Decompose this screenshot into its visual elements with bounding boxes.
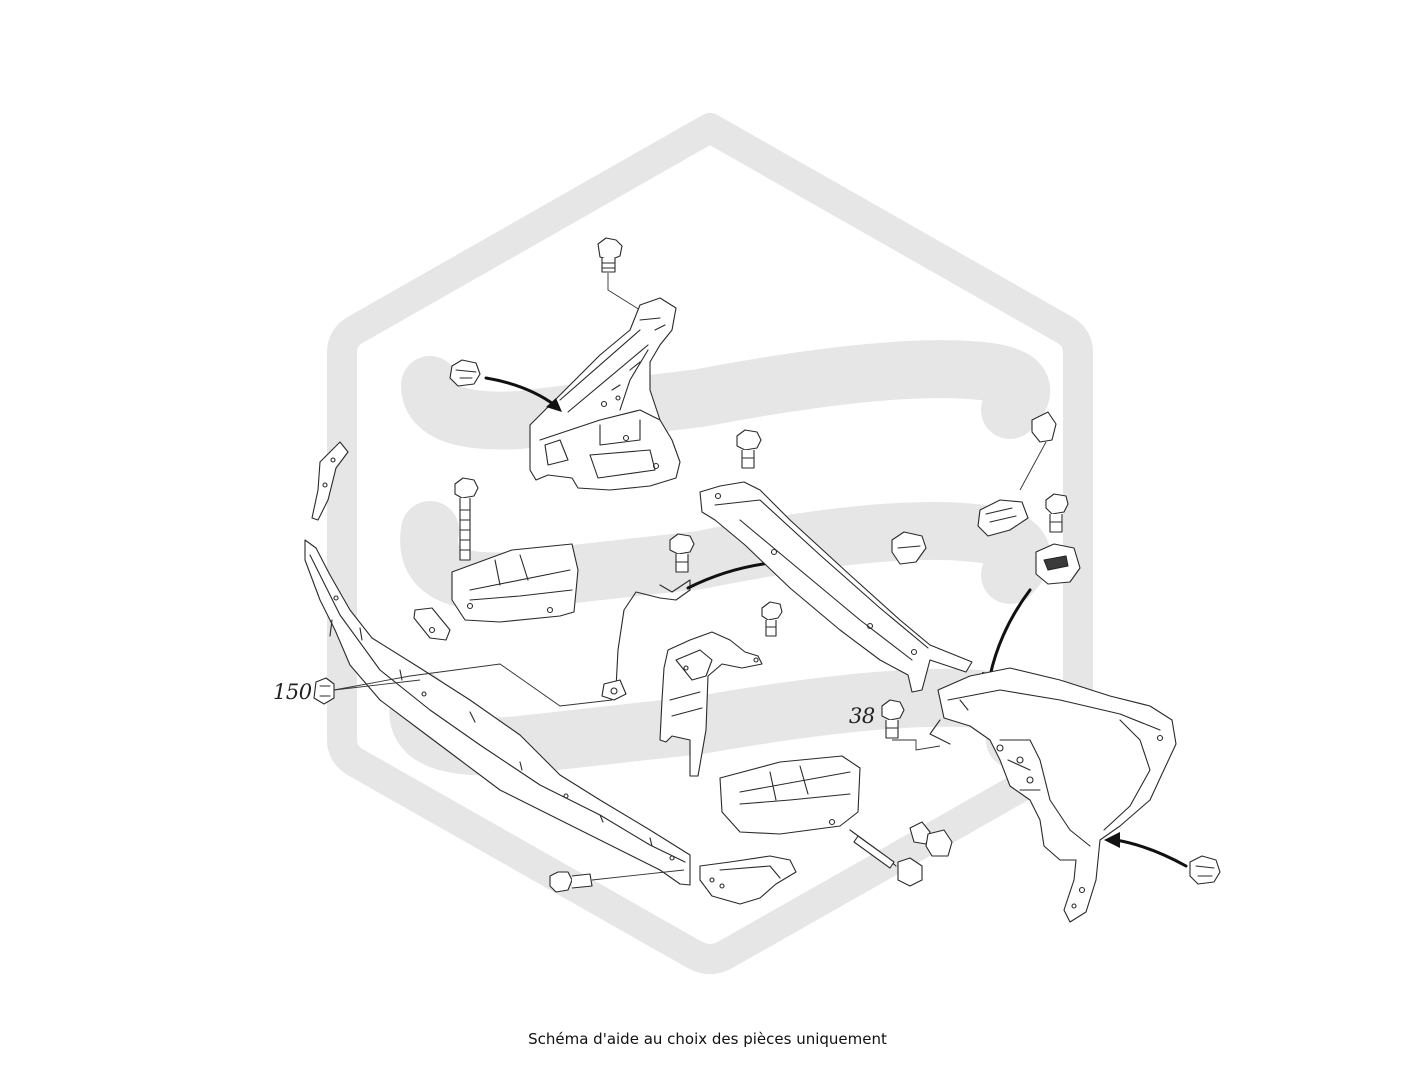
lower-right-bracket[interactable] (699, 855, 797, 905)
bolt-icon[interactable] (1045, 493, 1069, 533)
latch-cover[interactable] (1031, 411, 1057, 443)
upper-cross-member[interactable] (699, 481, 973, 693)
latch-mechanism[interactable] (1035, 543, 1081, 585)
bolt-icon[interactable] (597, 237, 623, 273)
nut-150-icon[interactable] (313, 677, 335, 705)
left-crash-box-bracket[interactable] (451, 543, 579, 623)
callout-38[interactable]: 38 (849, 704, 875, 728)
upper-left-bracket[interactable] (529, 237, 681, 491)
front-bumper-beam[interactable] (304, 539, 691, 886)
left-side-bracket[interactable] (311, 441, 349, 521)
center-bracket[interactable] (659, 631, 763, 777)
long-bolt-icon[interactable] (454, 477, 479, 561)
hexagon-s-logo-icon (327, 113, 1093, 974)
bolt-icon[interactable] (669, 533, 695, 573)
bolt-icon[interactable] (549, 871, 593, 893)
callout-150[interactable]: 150 (273, 680, 312, 704)
clip-nut-icon[interactable] (1189, 855, 1221, 885)
radiator-support-frame[interactable] (929, 667, 1177, 923)
long-bolt-icon[interactable] (849, 829, 923, 887)
clip-icon[interactable] (891, 531, 927, 565)
bolt-icon[interactable] (761, 601, 783, 637)
clip-nut-icon[interactable] (449, 359, 481, 387)
bolt-icon[interactable] (736, 429, 762, 469)
hood-latch[interactable] (977, 499, 1029, 537)
support-rod[interactable] (601, 579, 691, 701)
bolt-38-icon[interactable] (881, 699, 905, 739)
diagram-caption: Schéma d'aide au choix des pièces unique… (528, 1030, 887, 1048)
small-plate[interactable] (413, 607, 451, 641)
right-crash-box-bracket[interactable] (719, 755, 861, 835)
bolt-icon[interactable] (909, 821, 953, 857)
